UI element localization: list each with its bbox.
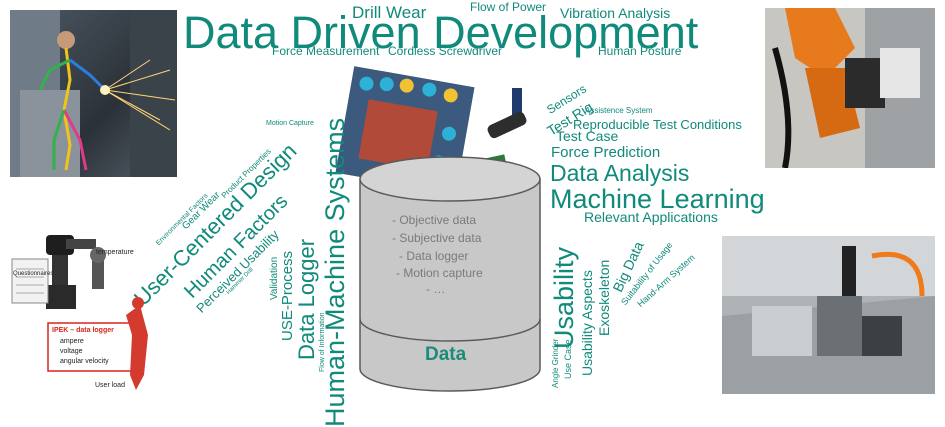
word-cordless-screwdriver: Cordless Screwdriver	[388, 44, 503, 58]
word-human-posture: Human Posture	[598, 44, 682, 58]
kuka-robot-photo	[765, 8, 935, 168]
word-force-measurement: Force Measurement	[272, 44, 380, 58]
grinder-scene	[487, 88, 527, 139]
cylinder-item: - Subjective data	[392, 231, 482, 245]
cylinder-item: - …	[426, 282, 446, 296]
test-rig-photo	[722, 236, 935, 394]
title: Data Driven Development	[183, 7, 699, 58]
word-data-logger: Data Logger	[294, 238, 319, 360]
word-relevant-applications: Relevant Applications	[584, 209, 718, 225]
word-drill-wear: Drill Wear	[352, 3, 427, 22]
word-motion-capture: Motion Capture	[266, 120, 314, 127]
word-use-process: USE-Process	[279, 250, 296, 341]
app-screenshot-photo	[335, 66, 475, 194]
angular-velocity-label: angular velocity	[60, 358, 109, 365]
ampere-label: ampere	[60, 338, 84, 345]
temperature-label: temperature	[96, 249, 134, 256]
voltage-label: voltage	[60, 348, 83, 355]
data-cylinder	[359, 156, 541, 392]
cylinder-item: - Data logger	[399, 249, 469, 263]
word-exoskeleton: Exoskeleton	[596, 259, 612, 336]
questionnaires-label: Questionnaires	[13, 271, 54, 277]
angle-grinder-photo	[487, 88, 542, 143]
word-use-case: Use Case	[563, 339, 573, 379]
robot-scene	[765, 8, 935, 168]
app-screenshot-scene	[335, 66, 475, 194]
cylinder-item: - Motion capture	[396, 266, 483, 280]
ipek-logger-label: IPEK – data logger	[52, 327, 114, 334]
word-human-machine-systems: Human-Machine Systems	[320, 117, 350, 427]
word-reproducible-test-conditions: Reproducible Test Conditions	[573, 117, 742, 132]
word-usability: Usability	[549, 246, 579, 349]
word-angle-grinder: Angle Grinder	[551, 338, 560, 388]
word-usability-aspects: Usability Aspects	[579, 270, 595, 376]
word-assistence-system: Assistence System	[585, 106, 653, 115]
word-force-prediction: Force Prediction	[551, 144, 661, 161]
cylinder-label: Data	[425, 344, 467, 365]
word-flow-of-power: Flow of Power	[470, 0, 547, 14]
word-vibration-analysis: Vibration Analysis	[560, 5, 671, 21]
cylinder-item: - Objective data	[392, 213, 477, 227]
word-test-case: Test Case	[556, 128, 619, 144]
test-rig-scene	[722, 236, 935, 394]
motion-capture-scene	[10, 10, 177, 177]
tools-diagram-scene	[11, 235, 148, 390]
word-data-analysis: Data Analysis	[550, 160, 690, 186]
word-machine-learning: Machine Learning	[550, 184, 765, 214]
user-load-label: User load	[95, 382, 125, 389]
motion-capture-photo	[10, 10, 177, 177]
tools-diagram: temperature Questionnaires IPEK – data l…	[8, 225, 158, 395]
